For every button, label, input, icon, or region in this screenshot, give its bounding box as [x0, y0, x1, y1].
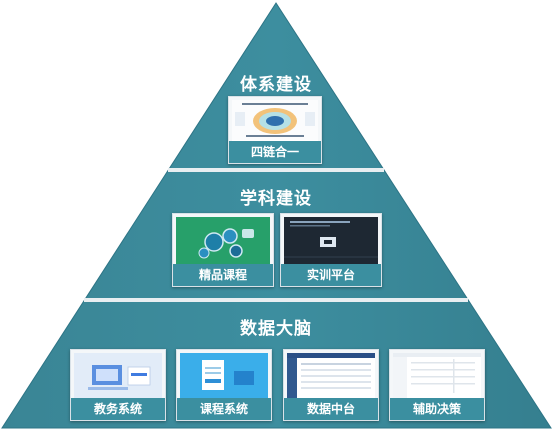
thumbnail-course-system [180, 353, 268, 398]
card-decision-support[interactable]: 辅助决策 [389, 349, 485, 421]
card-label: 辅助决策 [390, 398, 484, 420]
thumbnail-decision-support [393, 353, 481, 398]
card-label: 实训平台 [281, 264, 381, 286]
thumbnail-academic-affairs [74, 353, 162, 398]
thumbnail-training-platform [284, 217, 378, 264]
card-four-chains[interactable]: 四链合一 [228, 96, 322, 164]
card-course-system[interactable]: 课程系统 [176, 349, 272, 421]
thumbnail-data-platform [287, 353, 375, 398]
card-academic-affairs[interactable]: 教务系统 [70, 349, 166, 421]
thumbnail-quality-courses [176, 217, 270, 264]
card-label: 精品课程 [173, 264, 273, 286]
thumbnail-four-chains [232, 100, 318, 141]
card-data-platform[interactable]: 数据中台 [283, 349, 379, 421]
card-label: 四链合一 [229, 141, 321, 163]
tier-title-bottom: 数据大脑 [240, 319, 312, 339]
card-quality-courses[interactable]: 精品课程 [172, 213, 274, 287]
card-label: 数据中台 [284, 398, 378, 420]
tier-title-top: 体系建设 [240, 75, 312, 95]
card-label: 教务系统 [71, 398, 165, 420]
card-label: 课程系统 [177, 398, 271, 420]
card-training-platform[interactable]: 实训平台 [280, 213, 382, 287]
tier-title-middle: 学科建设 [240, 189, 312, 209]
